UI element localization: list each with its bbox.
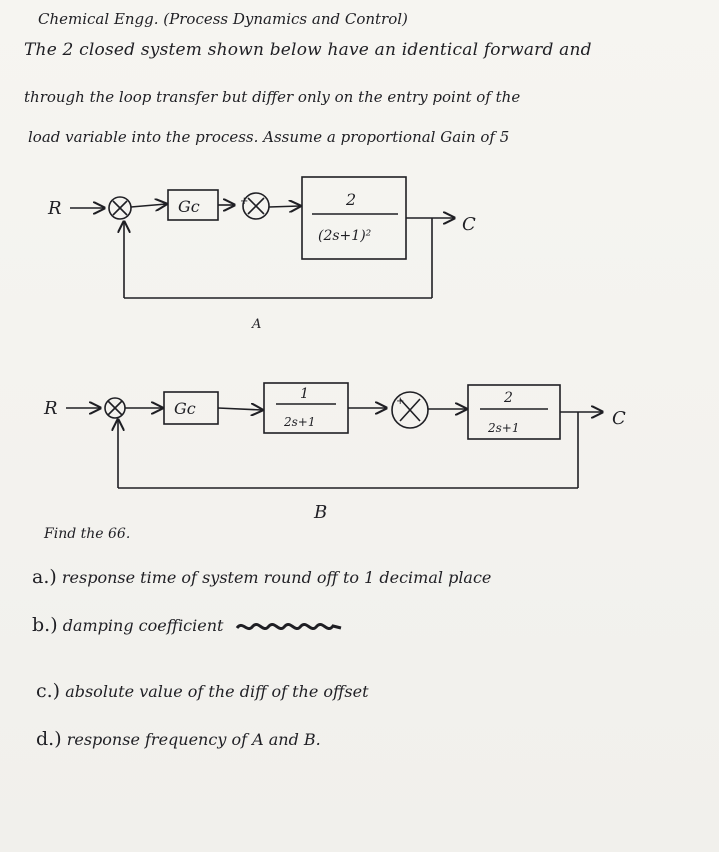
tf-denominator-a: (2s+1)²	[318, 228, 372, 244]
sum-sign-b: +	[396, 396, 404, 407]
page-title: Chemical Engg. (Process Dynamics and Con…	[38, 10, 408, 28]
question-d-number: d.)	[36, 728, 62, 750]
question-b: b.) damping coefficient	[32, 614, 345, 636]
diagram-label-a: A	[251, 317, 261, 332]
input-r-a: R	[47, 198, 62, 219]
tf2-numerator-b: 2	[503, 390, 513, 406]
question-d: d.) response frequency of A and B.	[36, 728, 321, 750]
diagram-label-b: B	[313, 502, 327, 523]
input-r-b: R	[43, 398, 58, 419]
tf1-denominator-b: 2s+1	[283, 415, 315, 429]
question-b-text: damping coefficient	[62, 616, 224, 635]
summing-junction-a2	[242, 192, 270, 220]
scribble-mark	[235, 622, 341, 630]
problem-line-1: The 2 closed system shown below have an …	[24, 40, 592, 60]
output-c-a: C	[462, 214, 476, 235]
tf2-denominator-b: 2s+1	[487, 421, 519, 435]
question-b-number: b.)	[32, 614, 58, 636]
controller-label-b: Gc	[174, 399, 196, 418]
question-a-text: response time of system round off to 1 d…	[61, 568, 492, 587]
controller-label-a: Gc	[178, 197, 200, 216]
problem-line-2: through the loop transfer but differ onl…	[24, 88, 521, 106]
output-c-b: C	[612, 408, 626, 429]
question-c-text: absolute value of the diff of the offset	[65, 682, 369, 701]
problem-line-3: load variable into the process. Assume a…	[28, 128, 510, 146]
summing-junction-b2	[391, 391, 429, 429]
sum-sign-a: +	[240, 196, 248, 207]
summing-junction-a1	[108, 196, 132, 220]
question-d-text: response frequency of A and B.	[66, 730, 321, 749]
question-a: a.) response time of system round off to…	[32, 566, 491, 588]
tf-numerator-a: 2	[345, 190, 356, 209]
question-a-number: a.)	[32, 566, 57, 588]
tf1-numerator-b: 1	[300, 386, 309, 402]
question-c-number: c.)	[36, 680, 61, 702]
find-intro: Find the 66.	[44, 526, 131, 542]
question-c: c.) absolute value of the diff of the of…	[36, 680, 369, 702]
